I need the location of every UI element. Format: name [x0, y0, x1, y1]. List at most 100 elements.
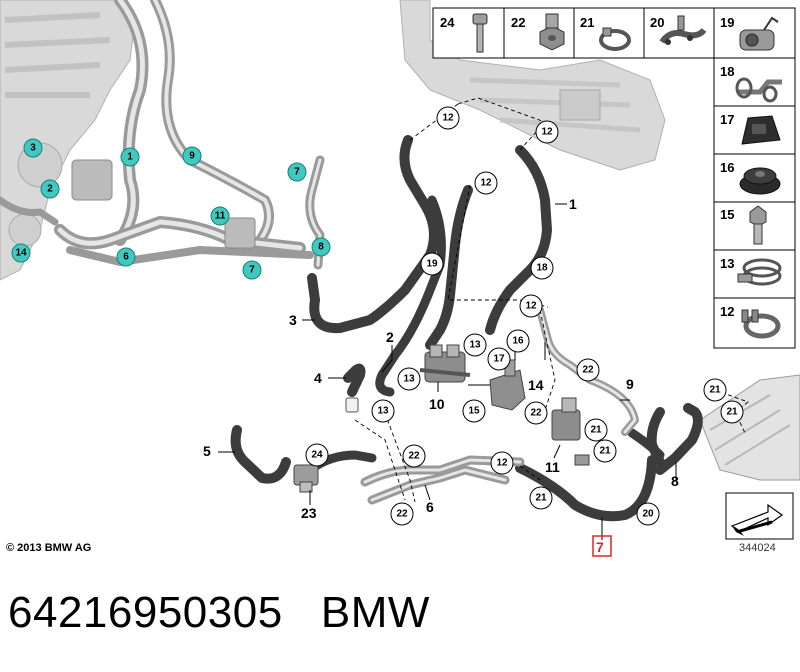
- callout-20[interactable]: 20: [636, 502, 660, 526]
- legend-18[interactable]: 18: [720, 64, 782, 103]
- engine-illustration: [0, 0, 325, 281]
- legend-13[interactable]: 13: [720, 256, 782, 286]
- svg-text:18: 18: [536, 263, 548, 274]
- callout-21-a[interactable]: 21: [584, 418, 608, 442]
- svg-text:13: 13: [469, 340, 481, 351]
- legend-21[interactable]: 21: [580, 15, 631, 51]
- label-9: 9: [626, 376, 634, 392]
- teal-callouts: 3 1 9 7 2 11 8 14 6 7: [11, 138, 331, 280]
- callout-teal-2[interactable]: 2: [40, 179, 60, 199]
- callout-13-c[interactable]: 13: [371, 399, 395, 423]
- svg-text:17: 17: [720, 112, 734, 127]
- worm-clamp-icon: [737, 258, 782, 286]
- callout-teal-7-top[interactable]: 7: [287, 162, 307, 182]
- svg-text:13: 13: [377, 406, 389, 417]
- heater-core-illustration: [699, 374, 800, 481]
- label-4: 4: [314, 370, 322, 386]
- svg-text:9: 9: [189, 151, 195, 162]
- svg-text:20: 20: [642, 509, 654, 520]
- svg-text:12: 12: [496, 458, 508, 469]
- legend-16[interactable]: 16: [720, 160, 781, 195]
- callout-teal-7-bottom[interactable]: 7: [242, 260, 262, 280]
- legend-17[interactable]: 17: [720, 112, 781, 145]
- svg-text:16: 16: [720, 160, 734, 175]
- callout-15[interactable]: 15: [462, 399, 486, 423]
- bracket-clamp-icon: [735, 77, 782, 103]
- svg-text:12: 12: [525, 301, 537, 312]
- label-7-highlighted: 7: [596, 539, 604, 555]
- svg-text:7: 7: [249, 265, 255, 276]
- svg-text:18: 18: [720, 64, 734, 79]
- svg-text:22: 22: [511, 15, 525, 30]
- callout-12-e[interactable]: 12: [490, 451, 514, 475]
- label-23: 23: [301, 505, 317, 521]
- callout-teal-1[interactable]: 1: [120, 147, 140, 167]
- nut-icon: [539, 13, 565, 51]
- svg-text:24: 24: [311, 450, 323, 461]
- svg-text:8: 8: [318, 242, 324, 253]
- callout-12-a[interactable]: 12: [436, 106, 460, 130]
- svg-text:14: 14: [15, 248, 27, 259]
- callout-21-b[interactable]: 21: [593, 439, 617, 463]
- legend-19[interactable]: 19: [720, 15, 779, 51]
- svg-text:21: 21: [590, 425, 602, 436]
- svg-text:12: 12: [541, 127, 553, 138]
- svg-text:22: 22: [396, 509, 408, 520]
- callout-13-b[interactable]: 13: [397, 367, 421, 391]
- svg-text:21: 21: [709, 385, 721, 396]
- transmission-illustration: [399, 0, 666, 171]
- rubber-mount-icon: [741, 115, 781, 145]
- callout-18[interactable]: 18: [530, 256, 554, 280]
- svg-text:20: 20: [650, 15, 664, 30]
- callout-16[interactable]: 16: [506, 329, 530, 353]
- valve-11: [551, 397, 590, 466]
- callout-teal-8[interactable]: 8: [311, 237, 331, 257]
- callout-22-b[interactable]: 22: [524, 401, 548, 425]
- spring-clamp-icon: [741, 309, 781, 339]
- callout-22-c[interactable]: 22: [402, 444, 426, 468]
- callout-teal-14[interactable]: 14: [11, 243, 31, 263]
- callout-21-c[interactable]: 21: [703, 378, 727, 402]
- svg-text:17: 17: [493, 354, 505, 365]
- legend-20[interactable]: 20: [650, 15, 707, 45]
- legend-24[interactable]: 24: [440, 13, 488, 53]
- legend-15[interactable]: 15: [720, 205, 767, 245]
- legend-grid: 24 22 21 20: [432, 7, 796, 349]
- callout-21-e[interactable]: 21: [529, 486, 553, 510]
- callout-teal-6[interactable]: 6: [116, 247, 136, 267]
- svg-text:16: 16: [512, 336, 524, 347]
- svg-text:13: 13: [403, 374, 415, 385]
- callout-teal-3[interactable]: 3: [23, 138, 43, 158]
- svg-text:24: 24: [440, 15, 455, 30]
- legend-22[interactable]: 22: [511, 13, 565, 51]
- svg-text:6: 6: [123, 252, 129, 263]
- callout-13-a[interactable]: 13: [463, 333, 487, 357]
- callout-21-d[interactable]: 21: [720, 400, 744, 424]
- highlight-box: [592, 535, 612, 557]
- svg-text:3: 3: [30, 143, 36, 154]
- callout-12-c[interactable]: 12: [474, 171, 498, 195]
- pump-23: [293, 464, 319, 493]
- label-5: 5: [203, 443, 211, 459]
- legend-12[interactable]: 12: [720, 304, 781, 339]
- callout-teal-11[interactable]: 11: [210, 206, 230, 226]
- svg-text:15: 15: [720, 207, 734, 222]
- part-callouts: 12 12 12 12 19 18 13 13 13 16 17 22 15 2…: [305, 106, 744, 526]
- label-10: 10: [429, 396, 445, 412]
- callout-teal-9[interactable]: 9: [182, 146, 202, 166]
- callout-22-d[interactable]: 22: [390, 502, 414, 526]
- svg-text:19: 19: [426, 259, 438, 270]
- callout-22-a[interactable]: 22: [576, 358, 600, 382]
- callout-17[interactable]: 17: [487, 347, 511, 371]
- svg-text:22: 22: [530, 408, 542, 419]
- callout-12-d[interactable]: 12: [519, 294, 543, 318]
- parts-diagram: 3 1 9 7 2 11 8 14 6 7 12 12 12 12 19 18 …: [0, 0, 800, 557]
- callout-12-b[interactable]: 12: [535, 120, 559, 144]
- callout-19[interactable]: 19: [420, 252, 444, 276]
- svg-text:1: 1: [127, 152, 133, 163]
- label-8: 8: [671, 473, 679, 489]
- svg-text:21: 21: [599, 446, 611, 457]
- callout-24[interactable]: 24: [305, 443, 329, 467]
- svg-text:22: 22: [582, 365, 594, 376]
- svg-text:11: 11: [215, 211, 226, 222]
